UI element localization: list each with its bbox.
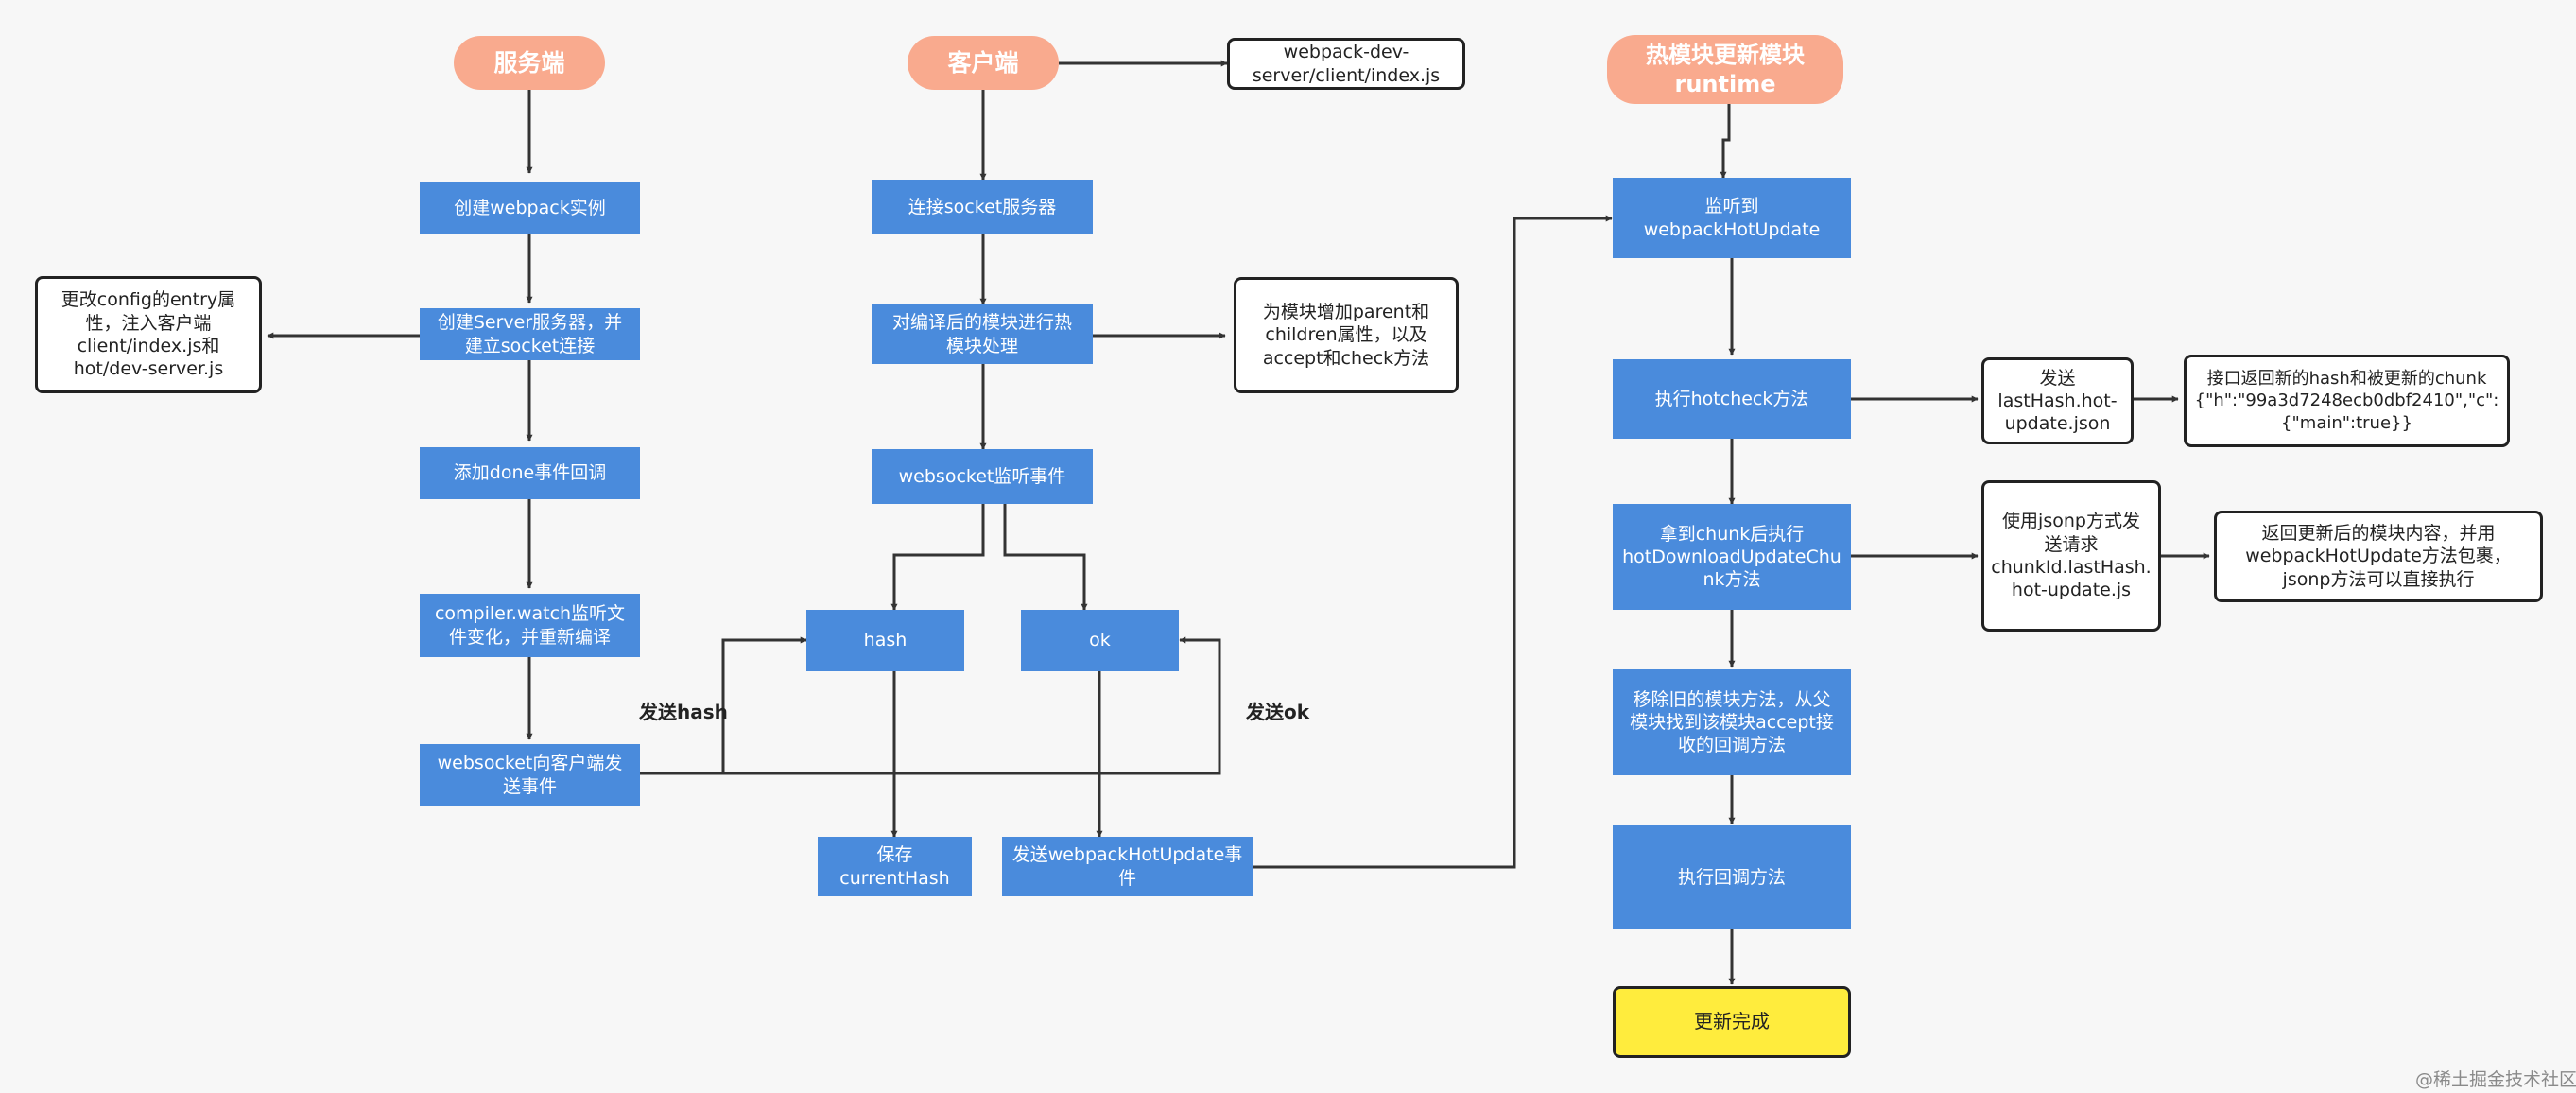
create-server-node: 创建Server服务器，并 建立socket连接 — [420, 308, 640, 360]
hash-node: hash — [806, 610, 964, 671]
update-done-node: 更新完成 — [1613, 986, 1851, 1058]
edge-runtime-header-to-listen — [1720, 104, 1731, 179]
create-webpack-node: 创建webpack实例 — [420, 182, 640, 234]
ws-listen-node: websocket监听事件 — [872, 449, 1093, 504]
watermark: @稀土掘金技术社区 — [2415, 1069, 2576, 1090]
run-callback-node: 执行回调方法 — [1613, 825, 1851, 929]
send-lasthash-note: 发送 lastHash.hot- update.json — [1981, 357, 2134, 444]
add-parent-note: 为模块增加parent和 children属性，以及 accept和check方… — [1234, 277, 1459, 393]
listen-hot-update-node: 监听到 webpackHotUpdate — [1613, 178, 1851, 258]
edge-ws-send-to-ok — [639, 636, 1221, 775]
connect-socket-node: 连接socket服务器 — [872, 180, 1093, 234]
edge-send-hot-update-to-listen — [1253, 215, 1613, 869]
send-hash-label: 发送hash — [639, 701, 728, 723]
add-done-node: 添加done事件回调 — [420, 447, 640, 499]
send-ok-label: 发送ok — [1246, 701, 1310, 723]
jsonp-request-note: 使用jsonp方式发 送请求 chunkId.lastHash. hot-upd… — [1981, 480, 2161, 632]
hotcheck-node: 执行hotcheck方法 — [1613, 359, 1851, 439]
return-content-note: 返回更新后的模块内容，并用 webpackHotUpdate方法包裹， json… — [2214, 511, 2543, 602]
send-hot-update-node: 发送webpackHotUpdate事 件 — [1002, 837, 1253, 896]
save-hash-node: 保存 currentHash — [818, 837, 972, 896]
client-header: 客户端 — [908, 36, 1059, 90]
ws-send-node: websocket向客户端发 送事件 — [420, 744, 640, 806]
remove-old-node: 移除旧的模块方法，从父 模块找到该模块accept接 收的回调方法 — [1613, 669, 1851, 775]
edge-ws-listen-to-hash — [890, 504, 985, 611]
client-entry-note: webpack-dev- server/client/index.js — [1227, 38, 1465, 90]
api-return-note: 接口返回新的hash和被更新的chunk {"h":"99a3d7248ecb0… — [2184, 355, 2510, 447]
hot-process-node: 对编译后的模块进行热 模块处理 — [872, 304, 1093, 364]
compiler-watch-node: compiler.watch监听文 件变化，并重新编译 — [420, 594, 640, 657]
config-entry-note: 更改config的entry属 性，注入客户端 client/index.js和… — [35, 276, 262, 393]
download-chunk-node: 拿到chunk后执行 hotDownloadUpdateChu nk方法 — [1613, 504, 1851, 610]
runtime-header: 热模块更新模块 runtime — [1607, 35, 1843, 104]
server-header: 服务端 — [454, 36, 605, 90]
edge-ws-listen-to-ok — [1003, 504, 1088, 611]
ok-node: ok — [1021, 610, 1179, 671]
